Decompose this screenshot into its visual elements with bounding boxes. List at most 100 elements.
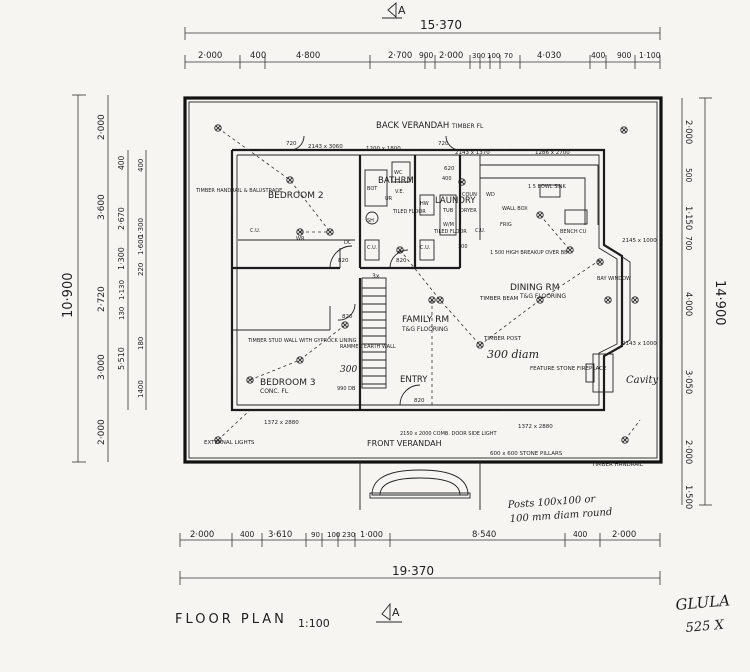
- door-300: 300: [458, 244, 468, 250]
- top-dim-8: 70: [504, 52, 513, 60]
- top-dim-12: 1·100: [639, 51, 661, 60]
- note-stone-pillars: 600 x 600 STONE PILLARS: [490, 451, 563, 457]
- light-cross: [437, 297, 443, 303]
- fireplace: [585, 353, 614, 393]
- left-dim-mid-2: 1·300: [117, 247, 126, 270]
- bottom-dim-3: 90: [311, 531, 320, 539]
- top-overall-label: 15·370: [420, 18, 462, 32]
- note-cu-3: C.U.: [475, 228, 486, 234]
- top-dim-11: 900: [617, 51, 632, 60]
- room-back-verandah-note: TIMBER FL: [451, 123, 484, 130]
- light-point-icon: [428, 296, 436, 304]
- door-820-c: 820: [342, 314, 353, 320]
- top-dim-1: 400: [250, 51, 266, 61]
- corner-text-2: 525 X: [685, 618, 725, 636]
- kitchen-bench: [480, 164, 599, 225]
- note-timber-handrail-right: TIMBER HANDRAIL: [591, 462, 644, 468]
- bottom-dim-2: 3·610: [268, 530, 292, 540]
- light-point-icon: [436, 296, 444, 304]
- left-dim-outer-3: 3·000: [97, 354, 107, 380]
- left-dim-inner-3: 220: [137, 263, 145, 276]
- window-marks: [231, 149, 575, 411]
- note-hw: HW: [420, 201, 429, 207]
- left-dim-mid-1: 2·670: [117, 207, 126, 230]
- room-dining-note: T&G FLOORING: [519, 293, 566, 300]
- room-front-verandah: FRONT VERANDAH: [367, 439, 442, 448]
- front-verandah-steps: [359, 462, 481, 510]
- left-dim-outer-4: 2·000: [97, 419, 107, 445]
- left-dim-inner-0: 400: [137, 159, 145, 172]
- note-timber-handrail-left: TIMBER HANDRAIL & BALUSTRADE: [195, 188, 282, 194]
- bottom-dim-0: 2·000: [190, 530, 214, 540]
- right-dim-6: 2·000: [683, 440, 693, 464]
- light-point-icon: [566, 246, 574, 254]
- note-rammed-earth: RAMMED EARTH WALL: [340, 344, 396, 350]
- note-fridge: FRIG: [500, 222, 512, 228]
- window-w1: 2143 x 3060: [308, 144, 343, 150]
- light-cross: [605, 297, 611, 303]
- top-dim-0: 2·000: [198, 51, 222, 61]
- light-cross: [459, 179, 465, 185]
- stairs: [361, 277, 387, 389]
- bottom-dim-6: 1·000: [360, 530, 383, 539]
- light-point-icon: [536, 211, 544, 219]
- light-point-icon: [536, 296, 544, 304]
- left-dim-mid-0: 400: [117, 155, 126, 170]
- note-timber-beam: TIMBER BEAM: [479, 296, 519, 302]
- lights-points: [214, 124, 639, 444]
- light-point-icon: [620, 126, 628, 134]
- left-dim-inner-2: 1·300: [137, 218, 145, 238]
- top-dim-9: 4·030: [537, 51, 561, 61]
- top-dim-4: 900: [419, 51, 434, 60]
- note-cavity: Cavity: [626, 375, 658, 386]
- note-rammed-earth-size: 300: [340, 365, 357, 375]
- bottom-overall-label: 19·370: [392, 564, 434, 578]
- note-dc: DC: [344, 240, 352, 246]
- left-overall-dimension: 10·900: [61, 94, 86, 463]
- interior-walls: [232, 155, 481, 410]
- light-point-icon: [296, 228, 304, 236]
- note-tub: TUB: [442, 208, 454, 214]
- note-sink: 1 5 BOWL SINK: [528, 184, 567, 190]
- left-dim-mid-5: 5·510: [117, 347, 126, 370]
- left-overall-label: 10·900: [61, 273, 76, 319]
- bay-window: [603, 244, 631, 357]
- light-point-icon: [341, 321, 349, 329]
- bottom-dim-8: 400: [573, 530, 588, 539]
- top-dim-3: 2·700: [388, 51, 412, 61]
- bottom-overall-dimension: 19·370: [179, 564, 661, 585]
- right-segmented-dimensions: 2·000 500 1·150 700 4·000 3·050 2·000 1·…: [681, 98, 693, 509]
- room-dining: DINING RM: [510, 283, 560, 293]
- note-cu-1: C.U.: [367, 245, 378, 251]
- right-overall-dimension: 14·900: [699, 97, 727, 506]
- section-marker-top-label: A: [398, 4, 406, 17]
- left-dim-outer-1: 3·600: [97, 194, 107, 220]
- left-dim-outer-2: 2·720: [97, 286, 107, 312]
- light-point-icon: [604, 296, 612, 304]
- left-dim-outer-0: 2·000: [97, 114, 107, 140]
- window-w3: 2143 x 1370: [455, 150, 490, 156]
- right-dim-0: 2·000: [683, 120, 693, 144]
- window-w5: 2145 x 1000: [622, 238, 657, 244]
- note-bench: BENCH CU: [560, 229, 587, 235]
- light-cross: [597, 259, 603, 265]
- room-bathroom: BATHRM: [378, 176, 414, 186]
- section-marker-top: A: [382, 2, 406, 19]
- light-cross: [567, 247, 573, 253]
- light-point-icon: [296, 356, 304, 364]
- bottom-dim-7: 8·540: [472, 530, 496, 540]
- light-point-icon: [214, 436, 222, 444]
- right-dim-5: 3·050: [683, 370, 693, 394]
- light-cross: [287, 177, 293, 183]
- drawing-title: FLOOR PLAN: [175, 612, 287, 627]
- room-family-note: T&G FLOORING: [401, 326, 448, 333]
- room-bedroom-2: BEDROOM 2: [268, 191, 324, 201]
- light-point-icon: [396, 246, 404, 254]
- left-dimension-outer: 2·000 3·600 2·720 3·000 2·000: [97, 95, 109, 462]
- top-dim-7: 100: [487, 52, 500, 60]
- light-point-icon: [246, 376, 254, 384]
- door-720-b: 720: [438, 141, 449, 147]
- note-ve: V.E.: [395, 189, 405, 195]
- left-dim-inner-4: 180: [137, 337, 145, 350]
- verandah-perimeter: [183, 96, 663, 464]
